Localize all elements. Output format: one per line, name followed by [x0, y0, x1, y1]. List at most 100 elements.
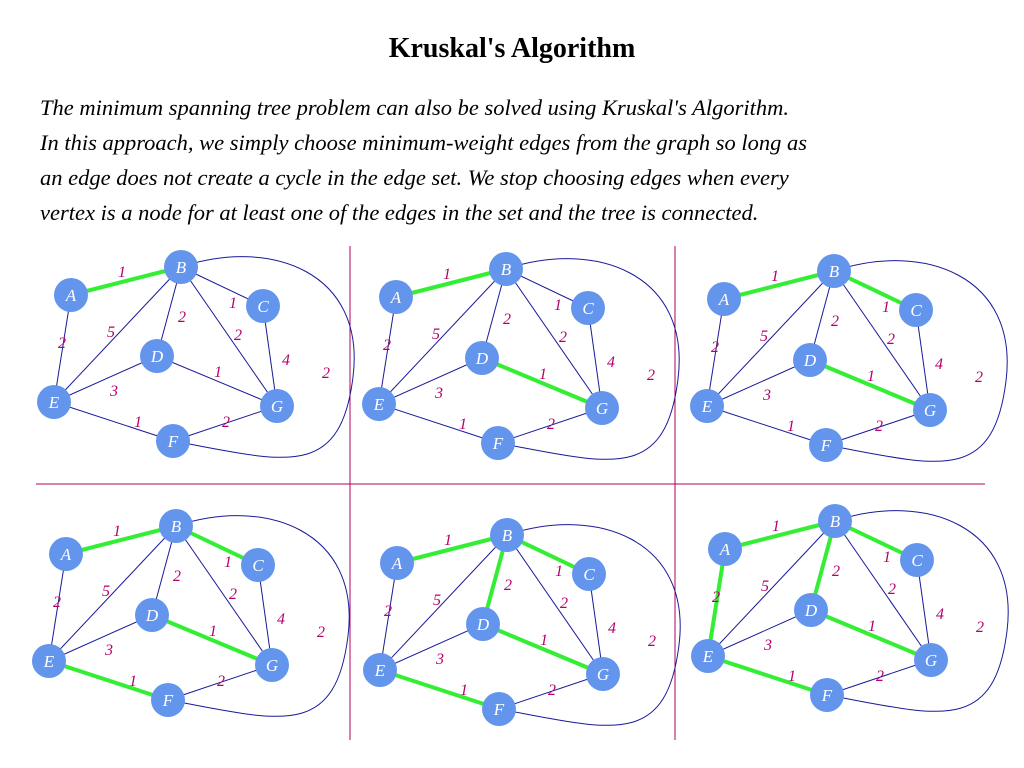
edge-weight-cg: 4 [282, 352, 290, 369]
edge-be [48, 525, 177, 662]
vertex-label: G [925, 651, 937, 670]
edge-ef-selected [379, 668, 500, 711]
vertex-label: C [257, 297, 269, 316]
vertex-b: B [164, 250, 198, 284]
edge-dg-selected [482, 622, 604, 676]
edge-weight-de: 3 [763, 637, 772, 654]
vertex-g: G [914, 643, 948, 677]
edge-ef-selected [707, 654, 828, 697]
description-line: The minimum spanning tree problem can al… [40, 95, 789, 120]
vertex-label: F [162, 691, 174, 710]
vertex-label: F [492, 434, 504, 453]
edge-weight-ef: 1 [134, 414, 142, 431]
vertex-label: E [373, 395, 385, 414]
edge-weight-bf: 2 [648, 633, 656, 650]
vertex-g: G [585, 391, 619, 425]
edge-weight-bc: 1 [229, 295, 237, 312]
edge-fg [172, 405, 278, 442]
vertex-label: E [374, 661, 386, 680]
vertex-a: A [49, 537, 83, 571]
vertex-label: G [924, 401, 936, 420]
vertex-label: G [597, 665, 609, 684]
edge-ef [378, 403, 499, 444]
vertex-label: B [176, 258, 187, 277]
vertex-label: B [502, 526, 513, 545]
vertex-label: G [266, 656, 278, 675]
edge-weight-bc: 1 [555, 563, 563, 580]
edge-weight-ef: 1 [129, 673, 137, 690]
edge-weight-ef: 1 [787, 418, 795, 435]
edge-weight-ef: 1 [459, 416, 467, 433]
vertex-e: E [32, 644, 66, 678]
vertex-e: E [690, 389, 724, 423]
vertex-c: C [572, 557, 606, 591]
edge-weight-ae: 2 [711, 339, 719, 356]
edge-de [53, 355, 158, 403]
vertex-label: B [501, 260, 512, 279]
edge-fg [498, 673, 604, 710]
edge-be [53, 266, 182, 403]
vertex-g: G [260, 389, 294, 423]
page-title: Kruskal's Algorithm [388, 33, 636, 64]
vertex-e: E [691, 639, 725, 673]
vertex-label: F [821, 686, 833, 705]
edge-ab-selected [65, 524, 177, 556]
edge-weight-bd: 2 [831, 313, 839, 330]
edge-de [379, 623, 484, 671]
edge-de [707, 609, 812, 657]
edge-weight-bf: 2 [647, 367, 655, 384]
vertex-label: A [391, 554, 403, 573]
vertex-c: C [899, 293, 933, 327]
vertex-b: B [818, 504, 852, 538]
edge-dg-selected [151, 613, 273, 667]
vertex-e: E [37, 385, 71, 419]
edge-weight-bd: 2 [832, 563, 840, 580]
vertex-label: D [804, 601, 818, 620]
edge-ab-selected [70, 265, 182, 297]
edge-weight-dg: 1 [539, 366, 547, 383]
vertex-g: G [255, 648, 289, 682]
vertex-label: F [493, 700, 505, 719]
edge-weight-be: 5 [760, 328, 768, 345]
edge-ae [379, 562, 398, 671]
edge-dg-selected [810, 608, 932, 662]
vertex-g: G [913, 393, 947, 427]
vertex-label: A [719, 540, 731, 559]
edge-weight-ab: 1 [771, 268, 779, 285]
edge-ef-selected [48, 659, 169, 702]
edge-weight-bg: 2 [560, 595, 568, 612]
edge-fg [825, 409, 931, 446]
edge-fg [826, 659, 932, 696]
edge-weight-fg: 2 [875, 418, 883, 435]
vertex-a: A [707, 282, 741, 316]
vertex-label: E [701, 397, 713, 416]
vertex-label: D [145, 606, 159, 625]
edge-weight-fg: 2 [222, 414, 230, 431]
edge-weight-bd: 2 [173, 568, 181, 585]
vertex-d: D [793, 343, 827, 377]
vertex-d: D [794, 593, 828, 627]
edge-be [706, 270, 835, 407]
vertex-b: B [490, 518, 524, 552]
edge-bg [505, 268, 603, 409]
vertex-f: F [810, 678, 844, 712]
edge-weight-bc: 1 [554, 297, 562, 314]
edge-fg [497, 407, 603, 444]
edge-weight-cg: 4 [277, 611, 285, 628]
edge-bg [175, 525, 273, 666]
edge-weight-ef: 1 [460, 682, 468, 699]
vertex-b: B [817, 254, 851, 288]
edge-weight-be: 5 [432, 326, 440, 343]
edge-ef [706, 405, 827, 446]
edge-weight-ae: 2 [58, 335, 66, 352]
vertex-label: D [476, 615, 490, 634]
edge-de [378, 357, 483, 405]
edge-weight-be: 5 [761, 578, 769, 595]
vertex-label: C [252, 556, 264, 575]
edge-ae [48, 553, 67, 662]
vertex-c: C [571, 291, 605, 325]
